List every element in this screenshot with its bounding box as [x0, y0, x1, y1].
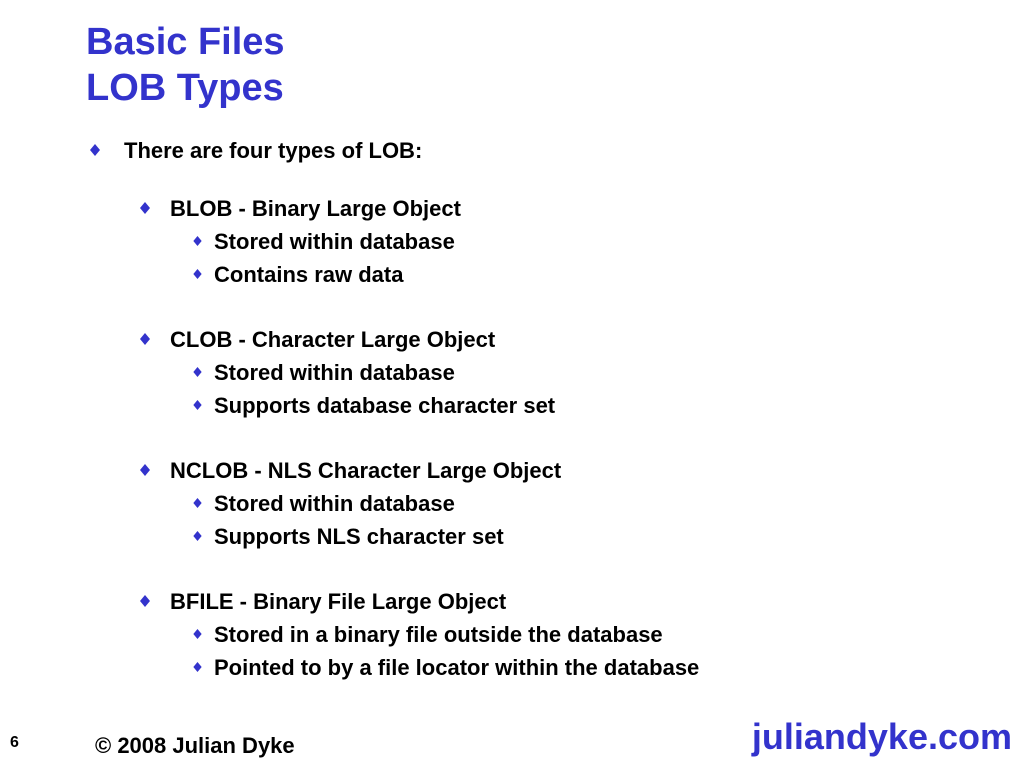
lob-detail-text: Stored in a binary file outside the data… — [214, 622, 663, 647]
lob-group-bfile: BFILE - Binary File Large Object Stored … — [0, 585, 1024, 684]
diamond-bullet-icon — [140, 333, 150, 345]
bullet-list: There are four types of LOB: BLOB - Bina… — [0, 134, 1024, 684]
lob-detail-item: Pointed to by a file locator within the … — [0, 651, 1024, 684]
diamond-bullet-icon — [193, 269, 202, 279]
lob-detail-item: Supports database character set — [0, 389, 1024, 422]
copyright-text: © 2008 Julian Dyke — [95, 733, 295, 758]
lob-detail-text: Supports NLS character set — [214, 524, 504, 549]
lob-detail-item: Stored within database — [0, 225, 1024, 258]
diamond-bullet-icon — [193, 367, 202, 377]
lob-detail-text: Pointed to by a file locator within the … — [214, 655, 700, 680]
diamond-bullet-icon — [193, 629, 202, 639]
slide-title-line-1: Basic Files — [86, 21, 285, 63]
lob-detail-text: Stored within database — [214, 229, 455, 254]
page-number: 6 — [10, 734, 19, 751]
lob-item-bfile: BFILE - Binary File Large Object — [0, 585, 1024, 618]
diamond-bullet-icon — [193, 400, 202, 410]
lob-detail-text: Stored within database — [214, 491, 455, 516]
lob-label: CLOB - Character Large Object — [170, 327, 496, 352]
diamond-bullet-icon — [193, 662, 202, 672]
diamond-bullet-icon — [140, 202, 150, 214]
lob-detail-item: Stored in a binary file outside the data… — [0, 618, 1024, 651]
lob-label: BLOB - Binary Large Object — [170, 196, 461, 221]
intro-item: There are four types of LOB: — [0, 134, 1024, 167]
lob-detail-text: Stored within database — [214, 360, 455, 385]
lob-group-blob: BLOB - Binary Large Object Stored within… — [0, 192, 1024, 291]
lob-detail-item: Contains raw data — [0, 258, 1024, 291]
diamond-bullet-icon — [140, 464, 150, 476]
lob-detail-text: Contains raw data — [214, 262, 404, 287]
diamond-bullet-icon — [193, 531, 202, 541]
diamond-bullet-icon — [193, 236, 202, 246]
lob-label: NCLOB - NLS Character Large Object — [170, 458, 562, 483]
lob-item-blob: BLOB - Binary Large Object — [0, 192, 1024, 225]
lob-detail-item: Supports NLS character set — [0, 520, 1024, 553]
lob-label: BFILE - Binary File Large Object — [170, 589, 507, 614]
diamond-bullet-icon — [90, 144, 100, 156]
lob-group-nclob: NCLOB - NLS Character Large Object Store… — [0, 454, 1024, 553]
lob-item-clob: CLOB - Character Large Object — [0, 323, 1024, 356]
lob-detail-item: Stored within database — [0, 356, 1024, 389]
website-label: juliandyke.com — [751, 716, 1012, 757]
lob-group-clob: CLOB - Character Large Object Stored wit… — [0, 323, 1024, 422]
lob-item-nclob: NCLOB - NLS Character Large Object — [0, 454, 1024, 487]
slide-title-line-2: LOB Types — [86, 67, 284, 109]
lob-detail-item: Stored within database — [0, 487, 1024, 520]
diamond-bullet-icon — [140, 595, 150, 607]
lob-detail-text: Supports database character set — [214, 393, 556, 418]
diamond-bullet-icon — [193, 498, 202, 508]
intro-text: There are four types of LOB: — [124, 138, 423, 163]
